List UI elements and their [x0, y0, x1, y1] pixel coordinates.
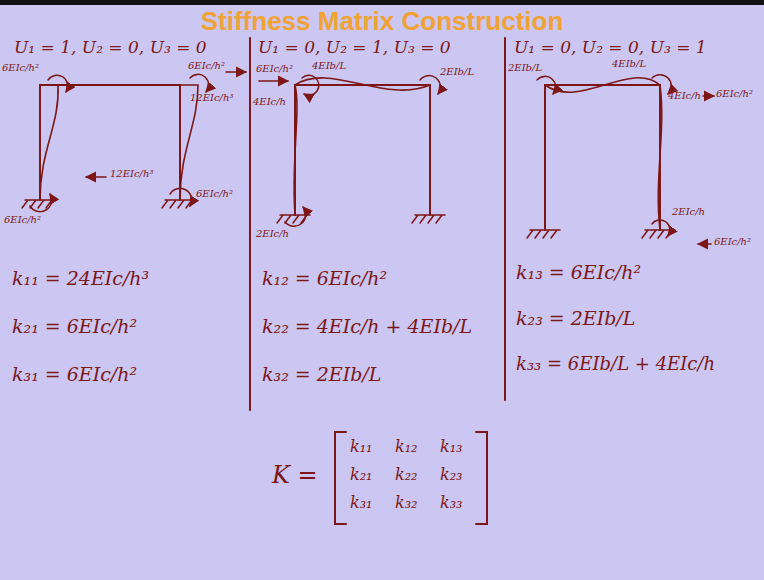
deflected-shape	[294, 78, 430, 215]
matrix-cell: k₂₁	[350, 466, 373, 484]
matrix-cell: k₂₃	[440, 466, 463, 484]
deflected-shape	[545, 78, 662, 230]
moment-value: 4EIc/h	[668, 90, 701, 102]
matrix-cell: k₁₂	[395, 438, 418, 456]
matrix-bracket	[476, 432, 487, 524]
stiffness-term: k₁₂ = 6EIc/h²	[262, 268, 387, 290]
stiffness-term: k₃₁ = 6EIc/h²	[12, 364, 137, 386]
force-arrow	[259, 80, 288, 82]
force-arrow	[703, 95, 714, 97]
moment-arc	[537, 76, 556, 94]
matrix-cell: k₃₂	[395, 494, 418, 512]
divider	[249, 38, 251, 410]
moment-arc	[652, 220, 670, 236]
frame	[40, 85, 180, 200]
displacement-case: U₁ = 1, U₂ = 0, U₃ = 0	[14, 38, 207, 58]
fixed-support	[527, 230, 560, 238]
frame	[295, 85, 430, 215]
stiffness-term: k₂₃ = 2EIb/L	[516, 308, 635, 330]
stiffness-term: k₂₂ = 4EIc/h + 4EIb/L	[262, 316, 472, 338]
stiffness-term: k₃₃ = 6EIb/L + 4EIc/h	[516, 354, 715, 375]
moment-value: 6EIc/h²	[4, 214, 41, 226]
divider	[504, 38, 506, 400]
force-value: 12EIc/h³	[190, 92, 233, 104]
moment-arc	[420, 76, 440, 94]
force-arrow	[698, 243, 711, 245]
moment-arc	[190, 74, 209, 92]
moment-arc	[285, 207, 306, 226]
displacement-case: U₁ = 0, U₂ = 0, U₃ = 1	[514, 38, 707, 58]
stiffness-term: k₂₁ = 6EIc/h²	[12, 316, 137, 338]
force-value: 6EIc/h²	[716, 88, 753, 100]
moment-value: 6EIc/h²	[188, 60, 225, 72]
force-value: 12EIc/h³	[110, 168, 153, 180]
frame	[545, 85, 660, 230]
moment-value: 2EIb/L	[508, 62, 542, 74]
moment-arc	[30, 194, 52, 212]
moment-value: 6EIc/h²	[2, 62, 39, 74]
moment-arc	[170, 188, 192, 206]
slide-title: Stiffness Matrix Construction	[0, 6, 764, 37]
force-arrow	[226, 71, 246, 73]
moment-value: 6EIc/h²	[196, 188, 233, 200]
moment-value: 2EIc/h	[672, 206, 705, 218]
stiffness-term: k₁₁ = 24EIc/h³	[12, 268, 149, 290]
matrix-cell: k₃₃	[440, 494, 463, 512]
stiffness-term: k₁₃ = 6EIc/h²	[516, 262, 641, 284]
force-value: 6EIc/h²	[714, 236, 751, 248]
moment-value: 4EIb/L	[312, 60, 346, 72]
moment-arc	[302, 75, 319, 95]
top-band	[0, 0, 764, 5]
matrix-bracket	[335, 432, 346, 524]
fixed-support	[412, 215, 445, 223]
moment-value: 4EIc/h	[253, 96, 286, 108]
matrix-symbol: K =	[272, 462, 318, 490]
matrix-cell: k₃₁	[350, 494, 373, 512]
force-arrow	[86, 176, 106, 178]
deflected-shape	[40, 85, 198, 200]
force-value: 6EIc/h²	[256, 63, 293, 75]
moment-arc	[48, 75, 68, 92]
displacement-case: U₁ = 0, U₂ = 1, U₃ = 0	[258, 38, 451, 58]
matrix-cell: k₂₂	[395, 466, 418, 484]
stiffness-term: k₃₂ = 2EIb/L	[262, 364, 381, 386]
matrix-cell: k₁₁	[350, 438, 373, 456]
moment-value: 2EIc/h	[256, 228, 289, 240]
moment-value: 2EIb/L	[440, 66, 474, 78]
matrix-cell: k₁₃	[440, 438, 463, 456]
fixed-support	[162, 200, 195, 208]
moment-value: 4EIb/L	[612, 58, 646, 70]
